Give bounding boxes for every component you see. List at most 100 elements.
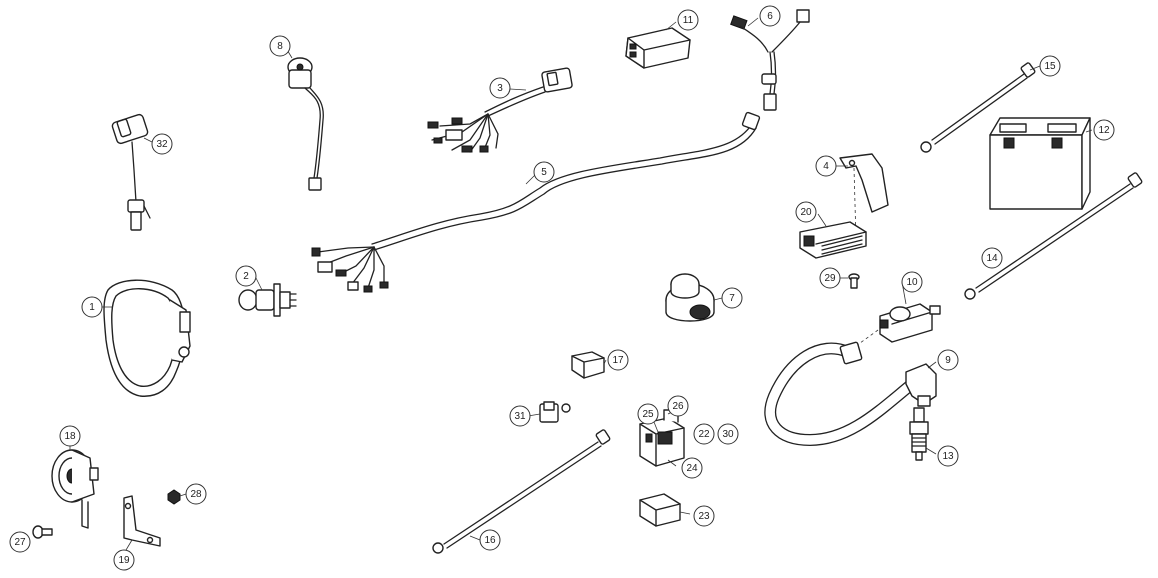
callout-circle bbox=[81, 296, 103, 318]
callout-number: 32 bbox=[156, 139, 168, 150]
callout-number: 18 bbox=[64, 431, 76, 442]
callout-number: 17 bbox=[612, 355, 624, 366]
callout-number: 20 bbox=[800, 207, 812, 218]
callout-number: 28 bbox=[190, 489, 202, 500]
callout-number: 24 bbox=[686, 463, 698, 474]
battery-icon bbox=[989, 117, 1091, 210]
callout-circle bbox=[113, 549, 135, 571]
callout-number: 14 bbox=[986, 253, 998, 264]
leader-lines bbox=[69, 17, 1093, 551]
callout-circle bbox=[677, 9, 699, 31]
starter-relay-icon bbox=[665, 273, 715, 322]
callout-circle bbox=[637, 403, 659, 425]
callout-number: 8 bbox=[277, 41, 283, 52]
callout-circle bbox=[795, 201, 817, 223]
callout-circle bbox=[681, 457, 703, 479]
callout-circle bbox=[489, 77, 511, 99]
callout-number: 1 bbox=[89, 302, 95, 313]
callout-circle bbox=[937, 445, 959, 467]
starter-cable-icon bbox=[432, 429, 611, 554]
callout-circle bbox=[693, 423, 715, 445]
horn-bracket-icon bbox=[123, 495, 161, 547]
callout-19: 19 bbox=[113, 549, 135, 571]
callout-4: 4 bbox=[815, 155, 837, 177]
callout-12: 12 bbox=[1093, 119, 1115, 141]
callout-number: 4 bbox=[823, 161, 829, 172]
callout-26: 26 bbox=[667, 395, 689, 417]
callout-8: 8 bbox=[269, 35, 291, 57]
callout-circle bbox=[479, 529, 501, 551]
callout-28: 28 bbox=[185, 483, 207, 505]
y-harness-icon bbox=[730, 9, 810, 111]
callout-30: 30 bbox=[717, 423, 739, 445]
ignition-lead-icon bbox=[764, 341, 937, 447]
callout-number: 13 bbox=[942, 451, 954, 462]
callout-24: 24 bbox=[681, 457, 703, 479]
callout-number: 6 bbox=[767, 11, 773, 22]
kill-switch-icon bbox=[287, 57, 324, 191]
callout-number: 23 bbox=[698, 511, 710, 522]
callout-circle bbox=[937, 349, 959, 371]
callout-10: 10 bbox=[901, 271, 923, 293]
callout-23: 23 bbox=[693, 505, 715, 527]
clip-icon bbox=[539, 401, 571, 423]
callout-22: 22 bbox=[693, 423, 715, 445]
ignition-coil-icon bbox=[855, 303, 941, 347]
callout-25: 25 bbox=[637, 403, 659, 425]
headlight-housing-icon bbox=[103, 279, 191, 397]
cdi-unit-icon bbox=[625, 27, 691, 69]
callout-circle bbox=[59, 425, 81, 447]
horn-icon bbox=[51, 449, 99, 529]
callout-6: 6 bbox=[759, 5, 781, 27]
callout-circle bbox=[1093, 119, 1115, 141]
callout-circle bbox=[721, 287, 743, 309]
callout-number: 10 bbox=[906, 277, 918, 288]
callout-circle bbox=[717, 423, 739, 445]
callout-number: 5 bbox=[541, 167, 547, 178]
ground-cable-icon bbox=[964, 172, 1143, 300]
callout-circle bbox=[151, 133, 173, 155]
screw-icon bbox=[848, 273, 860, 289]
callout-11: 11 bbox=[677, 9, 699, 31]
callout-number: 3 bbox=[497, 83, 503, 94]
callout-3: 3 bbox=[489, 77, 511, 99]
callout-circle bbox=[185, 483, 207, 505]
relay-cover-icon bbox=[639, 493, 681, 527]
callout-layer: 1234567891011121314151617181920222324252… bbox=[9, 5, 1115, 571]
callout-number: 12 bbox=[1098, 125, 1110, 136]
callout-number: 15 bbox=[1044, 61, 1056, 72]
callout-number: 29 bbox=[824, 273, 836, 284]
callout-13: 13 bbox=[937, 445, 959, 467]
main-wiring-harness-icon bbox=[311, 111, 761, 293]
callout-circle bbox=[9, 531, 31, 553]
callout-1: 1 bbox=[81, 296, 103, 318]
callout-9: 9 bbox=[937, 349, 959, 371]
callout-27: 27 bbox=[9, 531, 31, 553]
callout-29: 29 bbox=[819, 267, 841, 289]
callout-circle bbox=[815, 155, 837, 177]
callout-circle bbox=[667, 395, 689, 417]
callout-circle bbox=[901, 271, 923, 293]
callout-5: 5 bbox=[533, 161, 555, 183]
callout-31: 31 bbox=[509, 405, 531, 427]
callout-number: 31 bbox=[514, 411, 526, 422]
spark-plug-icon bbox=[909, 407, 929, 461]
callout-number: 27 bbox=[14, 537, 26, 548]
callout-20: 20 bbox=[795, 201, 817, 223]
callout-32: 32 bbox=[151, 133, 173, 155]
callout-number: 11 bbox=[683, 15, 694, 26]
callout-16: 16 bbox=[479, 529, 501, 551]
callout-number: 16 bbox=[484, 535, 496, 546]
callout-number: 9 bbox=[945, 355, 951, 366]
callout-15: 15 bbox=[1039, 55, 1061, 77]
nut-icon bbox=[167, 489, 181, 505]
bracket-icon bbox=[839, 153, 889, 241]
callout-number: 7 bbox=[729, 293, 735, 304]
bolt-icon bbox=[32, 525, 53, 539]
headlight-bulb-icon bbox=[238, 283, 297, 317]
handlebar-switch-icon bbox=[111, 113, 151, 231]
callout-circle bbox=[509, 405, 531, 427]
callout-number: 19 bbox=[118, 555, 130, 566]
callout-circle bbox=[607, 349, 629, 371]
